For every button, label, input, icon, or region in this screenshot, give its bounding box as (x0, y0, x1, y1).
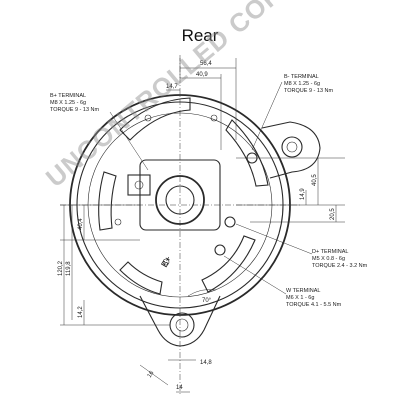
dim-40-4: 40,4 (78, 218, 84, 230)
ear-hole-inner (286, 141, 298, 153)
dim-70-deg: 70° (202, 298, 212, 304)
dim-14: 14 (176, 385, 183, 391)
leader-d-plus (235, 223, 313, 255)
mounting-lug-bottom (139, 295, 221, 347)
dim-arc-70 (187, 289, 217, 297)
cooling-slot-left (98, 171, 117, 231)
bearing-cover (155, 175, 205, 225)
bearing-center (165, 185, 195, 215)
callout-w-line1: W TERMINAL (286, 288, 320, 294)
dim-20-5: 20,5 (330, 208, 336, 220)
dim-line-16 (139, 364, 169, 386)
b-plus-mark: B+ (159, 254, 173, 269)
dim-14-8: 14,8 (200, 360, 212, 366)
callout-d-plus-line2: M5 X 0.8 - 6g (312, 256, 345, 262)
mounting-ear-right (261, 121, 321, 179)
w-terminal (214, 244, 226, 256)
callout-b-plus-line3: TORQUE 9 - 13 Nm (50, 107, 100, 113)
dim-40-9: 40,9 (196, 72, 208, 78)
dim-120-2: 120,2 (58, 260, 64, 276)
callout-b-minus-line2: M8 X 1.25 - 6g (284, 81, 320, 87)
cooling-slot-lower-left (119, 261, 163, 295)
screw-left (114, 218, 122, 226)
callout-b-plus-terminal: B+ TERMINAL M8 X 1.25 - 6g TORQUE 9 - 13… (50, 93, 100, 113)
leader-w (223, 255, 287, 295)
leader-b-plus (109, 111, 149, 171)
callout-w-line2: M6 X 1 - 6g (286, 295, 314, 301)
callout-d-plus-line1: D+ TERMINAL (312, 249, 348, 255)
dim-40-5: 40,5 (312, 174, 318, 186)
callout-d-plus-line3: TORQUE 2.4 - 3.2 Nm (312, 263, 368, 269)
dim-14-2: 14,2 (78, 306, 84, 318)
dim-119-8: 119,8 (66, 261, 72, 276)
lug-hole-outer (169, 312, 195, 338)
d-plus-terminal (224, 216, 236, 228)
b-plus-terminal-block (127, 174, 151, 196)
cooling-slot-top (119, 97, 191, 141)
b-plus-stud (134, 180, 144, 190)
callout-b-minus-terminal: B- TERMINAL M8 X 1.25 - 6g TORQUE 9 - 13… (284, 74, 334, 94)
lug-hole-inner (175, 318, 189, 332)
dim-14-9: 14,9 (300, 188, 306, 200)
dim-14-7: 14,7 (166, 84, 178, 90)
leader-b-minus (251, 81, 283, 151)
callout-d-plus-terminal: D+ TERMINAL M5 X 0.8 - 6g TORQUE 2.4 - 3… (312, 249, 368, 269)
callout-b-plus-line1: B+ TERMINAL (50, 93, 86, 99)
callout-b-minus-line3: TORQUE 9 - 13 Nm (284, 88, 334, 94)
screw-top-left (144, 114, 152, 122)
callout-b-plus-line2: M8 X 1.25 - 6g (50, 100, 86, 106)
screw-bottom (162, 258, 170, 266)
cooling-slot-lower-right (201, 235, 256, 293)
screw-top-right (210, 114, 218, 122)
dim-16: 16 (147, 370, 156, 379)
ear-hole-outer (281, 136, 303, 158)
callout-w-line3: TORQUE 4.1 - 5.5 Nm (286, 302, 342, 308)
cooling-slot-right (225, 119, 269, 187)
callout-w-terminal: W TERMINAL M6 X 1 - 6g TORQUE 4.1 - 5.5 … (286, 288, 342, 308)
dim-56-4: 56,4 (200, 61, 212, 67)
callout-b-minus-line1: B- TERMINAL (284, 74, 319, 80)
view-title: Rear (181, 26, 219, 45)
